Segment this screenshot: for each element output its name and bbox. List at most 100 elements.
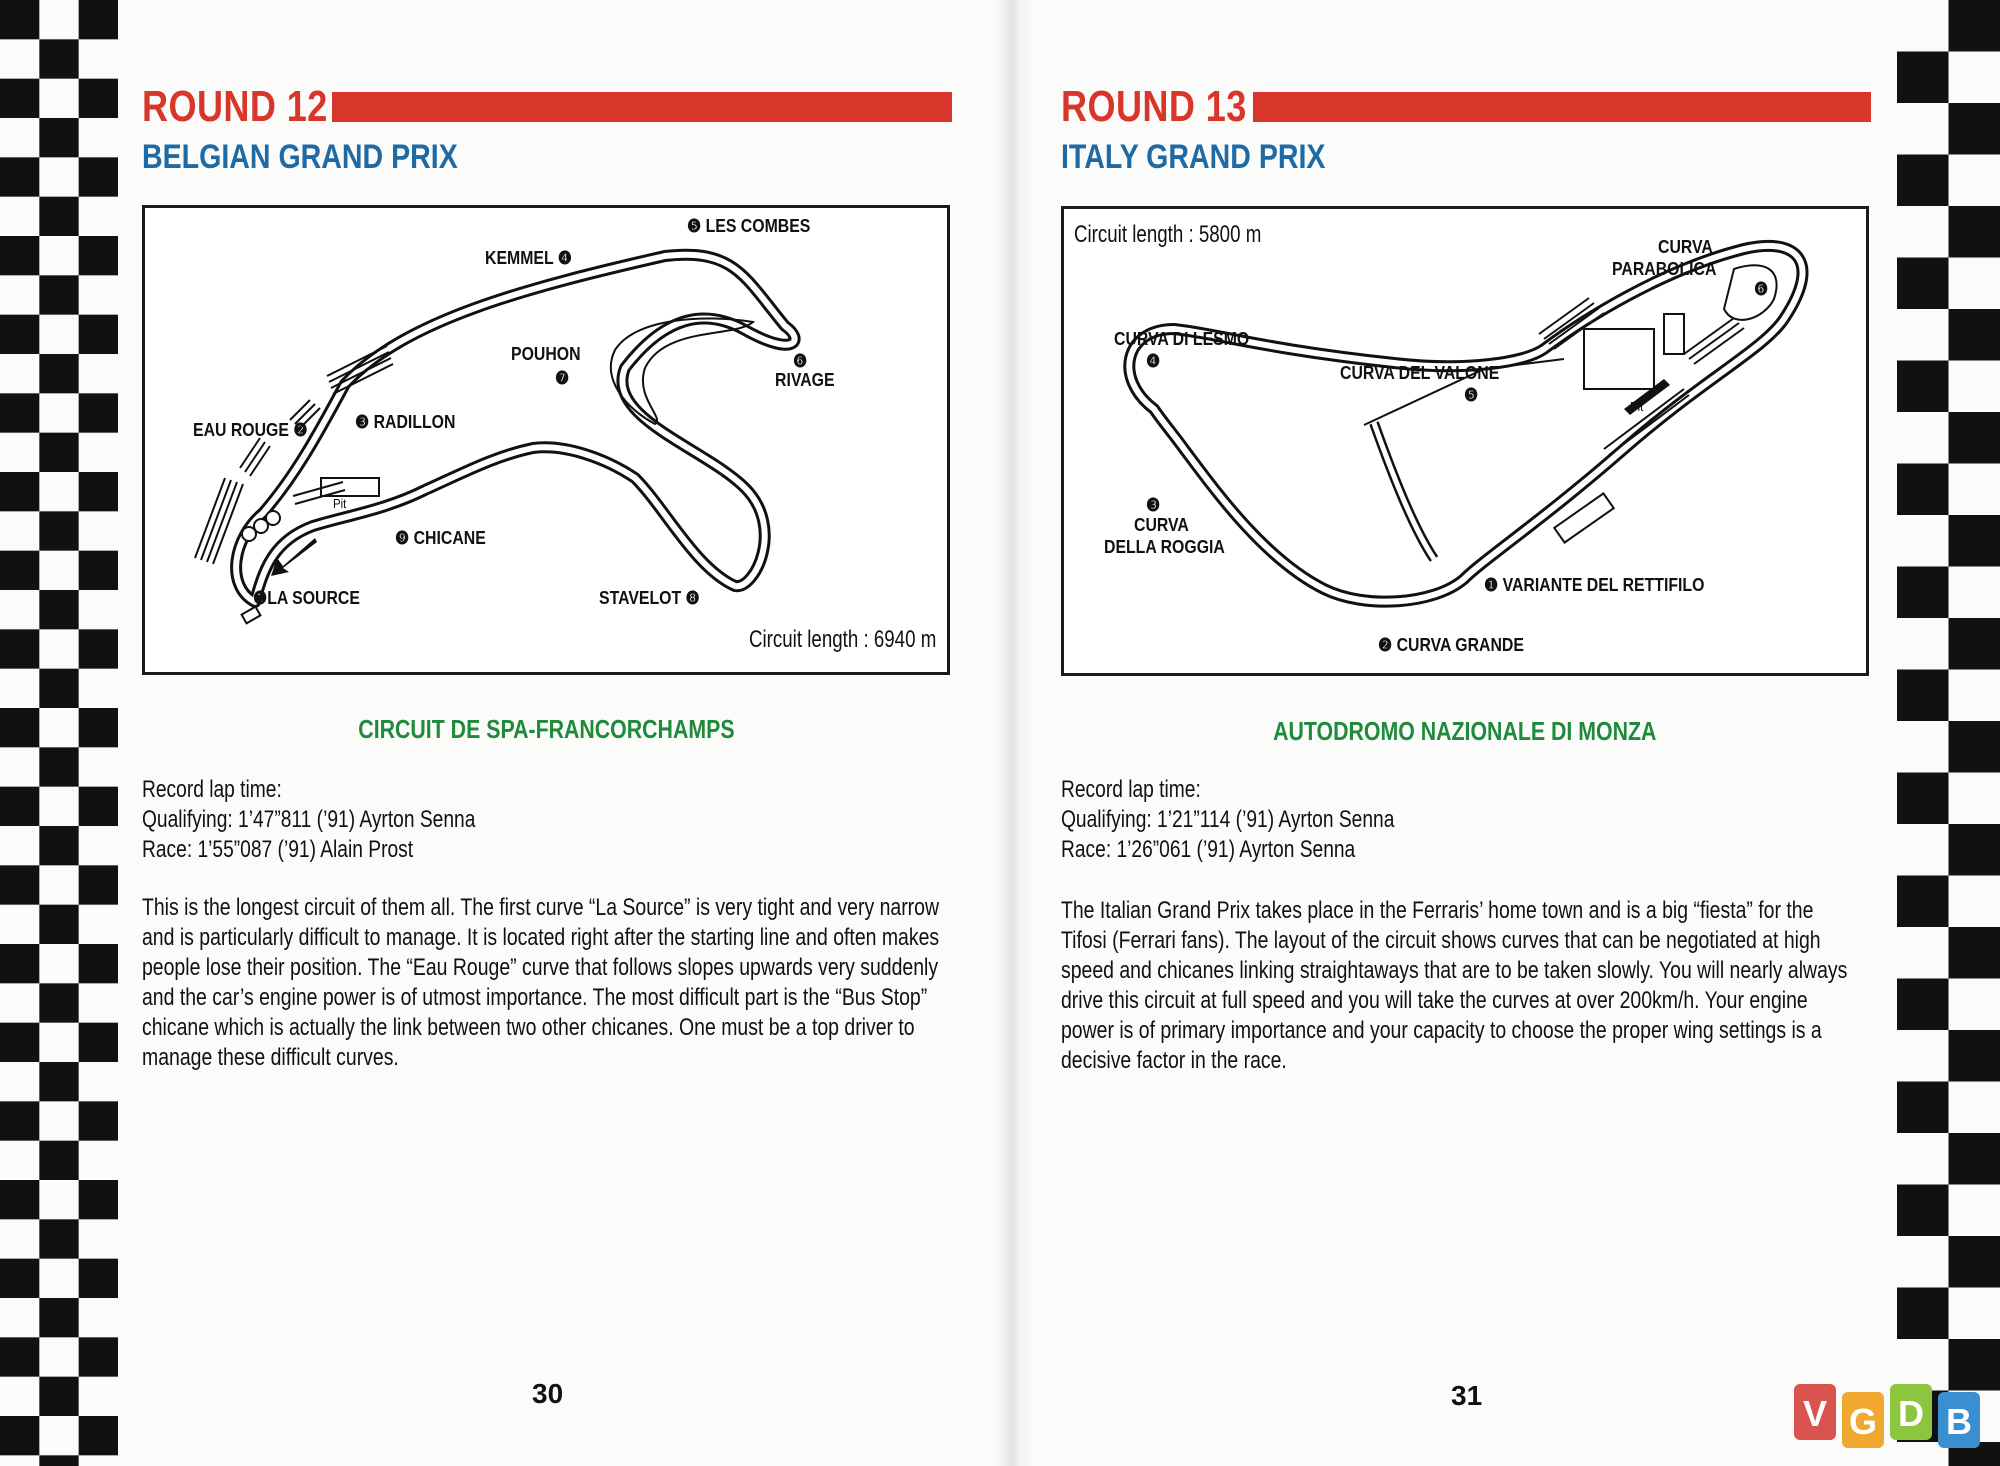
checker-square <box>0 1416 40 1456</box>
round-header: ROUND 12 <box>142 82 952 132</box>
checker-square <box>39 275 79 315</box>
checker-square <box>39 1376 79 1416</box>
checker-square <box>1897 772 1949 824</box>
checker-square <box>0 944 40 984</box>
label-chicane: ❾ CHICANE <box>395 528 486 548</box>
checker-square <box>1897 669 1949 721</box>
label-pit: Pit <box>1630 399 1644 414</box>
checker-square <box>0 157 40 197</box>
round-header: ROUND 13 <box>1061 82 1871 132</box>
checker-square <box>39 118 79 158</box>
checker-square <box>1897 978 1949 1030</box>
circuit-name: AUTODROMO NAZIONALE DI MONZA <box>1273 716 1657 746</box>
label-pouhon: POUHON <box>511 344 581 364</box>
checker-square <box>39 904 79 944</box>
label-valone-number: ❺ <box>1464 385 1479 405</box>
checker-square <box>78 0 118 40</box>
checker-square <box>0 1337 40 1377</box>
label-stavelot: STAVELOT ❽ <box>599 588 700 608</box>
checker-square <box>0 865 40 905</box>
checker-square <box>39 668 79 708</box>
label-parabolica-line2: PARABOLICA <box>1612 259 1717 279</box>
checker-square <box>0 0 40 40</box>
checker-square <box>78 1337 118 1377</box>
checker-square <box>1948 206 2000 258</box>
label-rettifilo: ❶ VARIANTE DEL RETTIFILO <box>1484 575 1705 595</box>
checker-square <box>0 1180 40 1220</box>
label-roggia-number: ❸ <box>1146 495 1161 515</box>
checker-square <box>1897 1081 1949 1133</box>
checker-square <box>78 78 118 118</box>
checker-square <box>1948 721 2000 773</box>
circuit-name: CIRCUIT DE SPA-FRANCORCHAMPS <box>357 714 735 744</box>
label-curva-grande: ❷ CURVA GRANDE <box>1378 635 1524 655</box>
vgdb-letter-tile: V <box>1794 1384 1836 1440</box>
checker-square <box>0 629 40 669</box>
checker-square <box>39 826 79 866</box>
label-kemmel: KEMMEL ❹ <box>485 248 572 268</box>
checker-square <box>78 1022 118 1062</box>
label-pit: Pit <box>333 496 347 511</box>
checker-square <box>1897 360 1949 412</box>
right-page: ROUND 13 ITALY GRAND PRIX Circuit length… <box>1061 0 1921 1466</box>
checker-square <box>0 393 40 433</box>
checker-square <box>78 472 118 512</box>
checker-square <box>1897 257 1949 309</box>
checker-square <box>78 314 118 354</box>
checker-square <box>1897 51 1949 103</box>
checker-square <box>1948 618 2000 670</box>
vgdb-letter-tile: B <box>1938 1392 1980 1448</box>
checker-square <box>78 865 118 905</box>
page-number: 31 <box>1451 1380 1483 1411</box>
checker-square <box>39 1140 79 1180</box>
checker-square <box>78 393 118 433</box>
round-title: ROUND 13 <box>1061 82 1247 131</box>
checker-square <box>0 786 40 826</box>
checker-square <box>78 236 118 276</box>
label-eau-rouge: EAU ROUGE ❷ <box>193 420 308 440</box>
checker-square <box>39 1062 79 1102</box>
checker-square <box>1897 1287 1949 1339</box>
checker-square <box>0 1258 40 1298</box>
circuit-length: Circuit length : 5800 m <box>1074 221 1262 248</box>
vgdb-letter-tile: D <box>1890 1384 1932 1440</box>
checker-square <box>1897 463 1949 515</box>
checker-square <box>78 1180 118 1220</box>
record-heading: Record lap time: <box>1061 776 1201 803</box>
checker-square <box>1948 1236 2000 1288</box>
checker-square <box>0 314 40 354</box>
circuit-length: Circuit length : 6940 m <box>749 626 937 653</box>
label-la-source: ❶LA SOURCE <box>253 588 360 608</box>
checker-square <box>1897 566 1949 618</box>
checker-square <box>78 629 118 669</box>
vgdb-letter-tile: G <box>1842 1392 1884 1448</box>
svg-text:D: D <box>1898 1393 1924 1434</box>
svg-text:G: G <box>1849 1401 1877 1442</box>
spa-circuit-map: ❺ LES COMBES KEMMEL ❹ POUHON ❼ ❻ RIVAGE … <box>142 205 950 675</box>
checker-square <box>39 196 79 236</box>
checker-square <box>1948 0 2000 52</box>
checker-square <box>39 983 79 1023</box>
checker-square <box>1897 154 1949 206</box>
checker-square <box>78 157 118 197</box>
record-lap-times: Record lap time: Qualifying: 1’21”114 (’… <box>1061 775 1394 865</box>
record-race: Race: 1’55”087 (’91) Alain Prost <box>142 836 414 863</box>
circuit-description: The Italian Grand Prix takes place in th… <box>1061 897 1848 1074</box>
checker-square <box>78 550 118 590</box>
record-race: Race: 1’26”061 (’91) Ayrton Senna <box>1061 836 1356 863</box>
checker-square <box>39 39 79 79</box>
svg-text:B: B <box>1946 1401 1972 1442</box>
left-page: ROUND 12 BELGIAN GRAND PRIX ❺ L <box>142 0 1002 1466</box>
svg-text:V: V <box>1803 1393 1827 1434</box>
round-red-bar <box>1253 92 1871 122</box>
book-gutter <box>995 0 1035 1466</box>
checker-square <box>39 1455 79 1466</box>
checker-square <box>39 1298 79 1338</box>
label-roggia-line2: DELLA ROGGIA <box>1104 537 1225 557</box>
checker-square <box>1948 927 2000 979</box>
record-lap-times: Record lap time: Qualifying: 1’47”811 (’… <box>142 775 475 865</box>
label-les-combes: ❺ LES COMBES <box>687 216 811 236</box>
checker-square <box>0 472 40 512</box>
label-rivage: RIVAGE <box>775 370 835 390</box>
